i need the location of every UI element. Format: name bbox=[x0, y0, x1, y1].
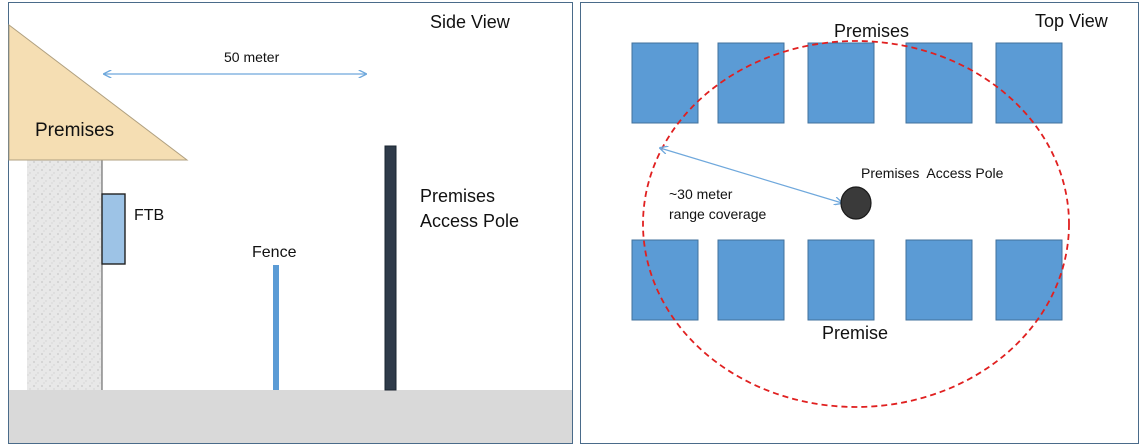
pole-label-line2: Access Pole bbox=[420, 211, 519, 231]
access-pole-dot bbox=[840, 186, 872, 220]
top-premise-block-1 bbox=[631, 42, 699, 124]
bottom-premises-row bbox=[631, 239, 1063, 321]
ftb-label: FTB bbox=[134, 207, 164, 224]
fence-label: Fence bbox=[252, 244, 297, 261]
bottom-premise-block-2 bbox=[717, 239, 785, 321]
top-view-title: Top View bbox=[1035, 11, 1109, 31]
top-premise-block-5 bbox=[995, 42, 1063, 124]
top-premise-block-4 bbox=[905, 42, 973, 124]
access-pole bbox=[384, 145, 397, 391]
bottom-premise-block-4 bbox=[905, 239, 973, 321]
ground bbox=[9, 390, 572, 443]
bottom-premise-block-5 bbox=[995, 239, 1063, 321]
top-premise-block-2 bbox=[717, 42, 785, 124]
range-label-line1: ~30 meter bbox=[669, 186, 733, 202]
range-coverage-circle bbox=[642, 40, 1070, 408]
range-arrow bbox=[660, 148, 842, 203]
distance-label: 50 meter bbox=[224, 49, 280, 65]
pole-label: Premises Access Pole bbox=[861, 165, 1004, 181]
house-roof bbox=[8, 23, 189, 161]
pole-label-line1: Premises bbox=[420, 186, 495, 206]
ftb-box bbox=[101, 193, 126, 265]
bottom-premise-block-3 bbox=[807, 239, 875, 321]
bottom-row-label: Premise bbox=[822, 323, 888, 343]
top-premise-block-3 bbox=[807, 42, 875, 124]
fence-post bbox=[273, 265, 279, 390]
side-view-panel: Premises FTB 50 meter Side View Fence Pr… bbox=[8, 2, 573, 444]
top-view-panel: Top View Premises Premise Premises Acces… bbox=[580, 2, 1139, 444]
top-row-label: Premises bbox=[834, 21, 909, 41]
range-label-line2: range coverage bbox=[669, 206, 767, 222]
house-label: Premises bbox=[35, 120, 114, 141]
house-wall bbox=[27, 160, 102, 390]
top-premises-row bbox=[631, 42, 1063, 124]
bottom-premise-block-1 bbox=[631, 239, 699, 321]
side-view-title: Side View bbox=[430, 12, 511, 32]
